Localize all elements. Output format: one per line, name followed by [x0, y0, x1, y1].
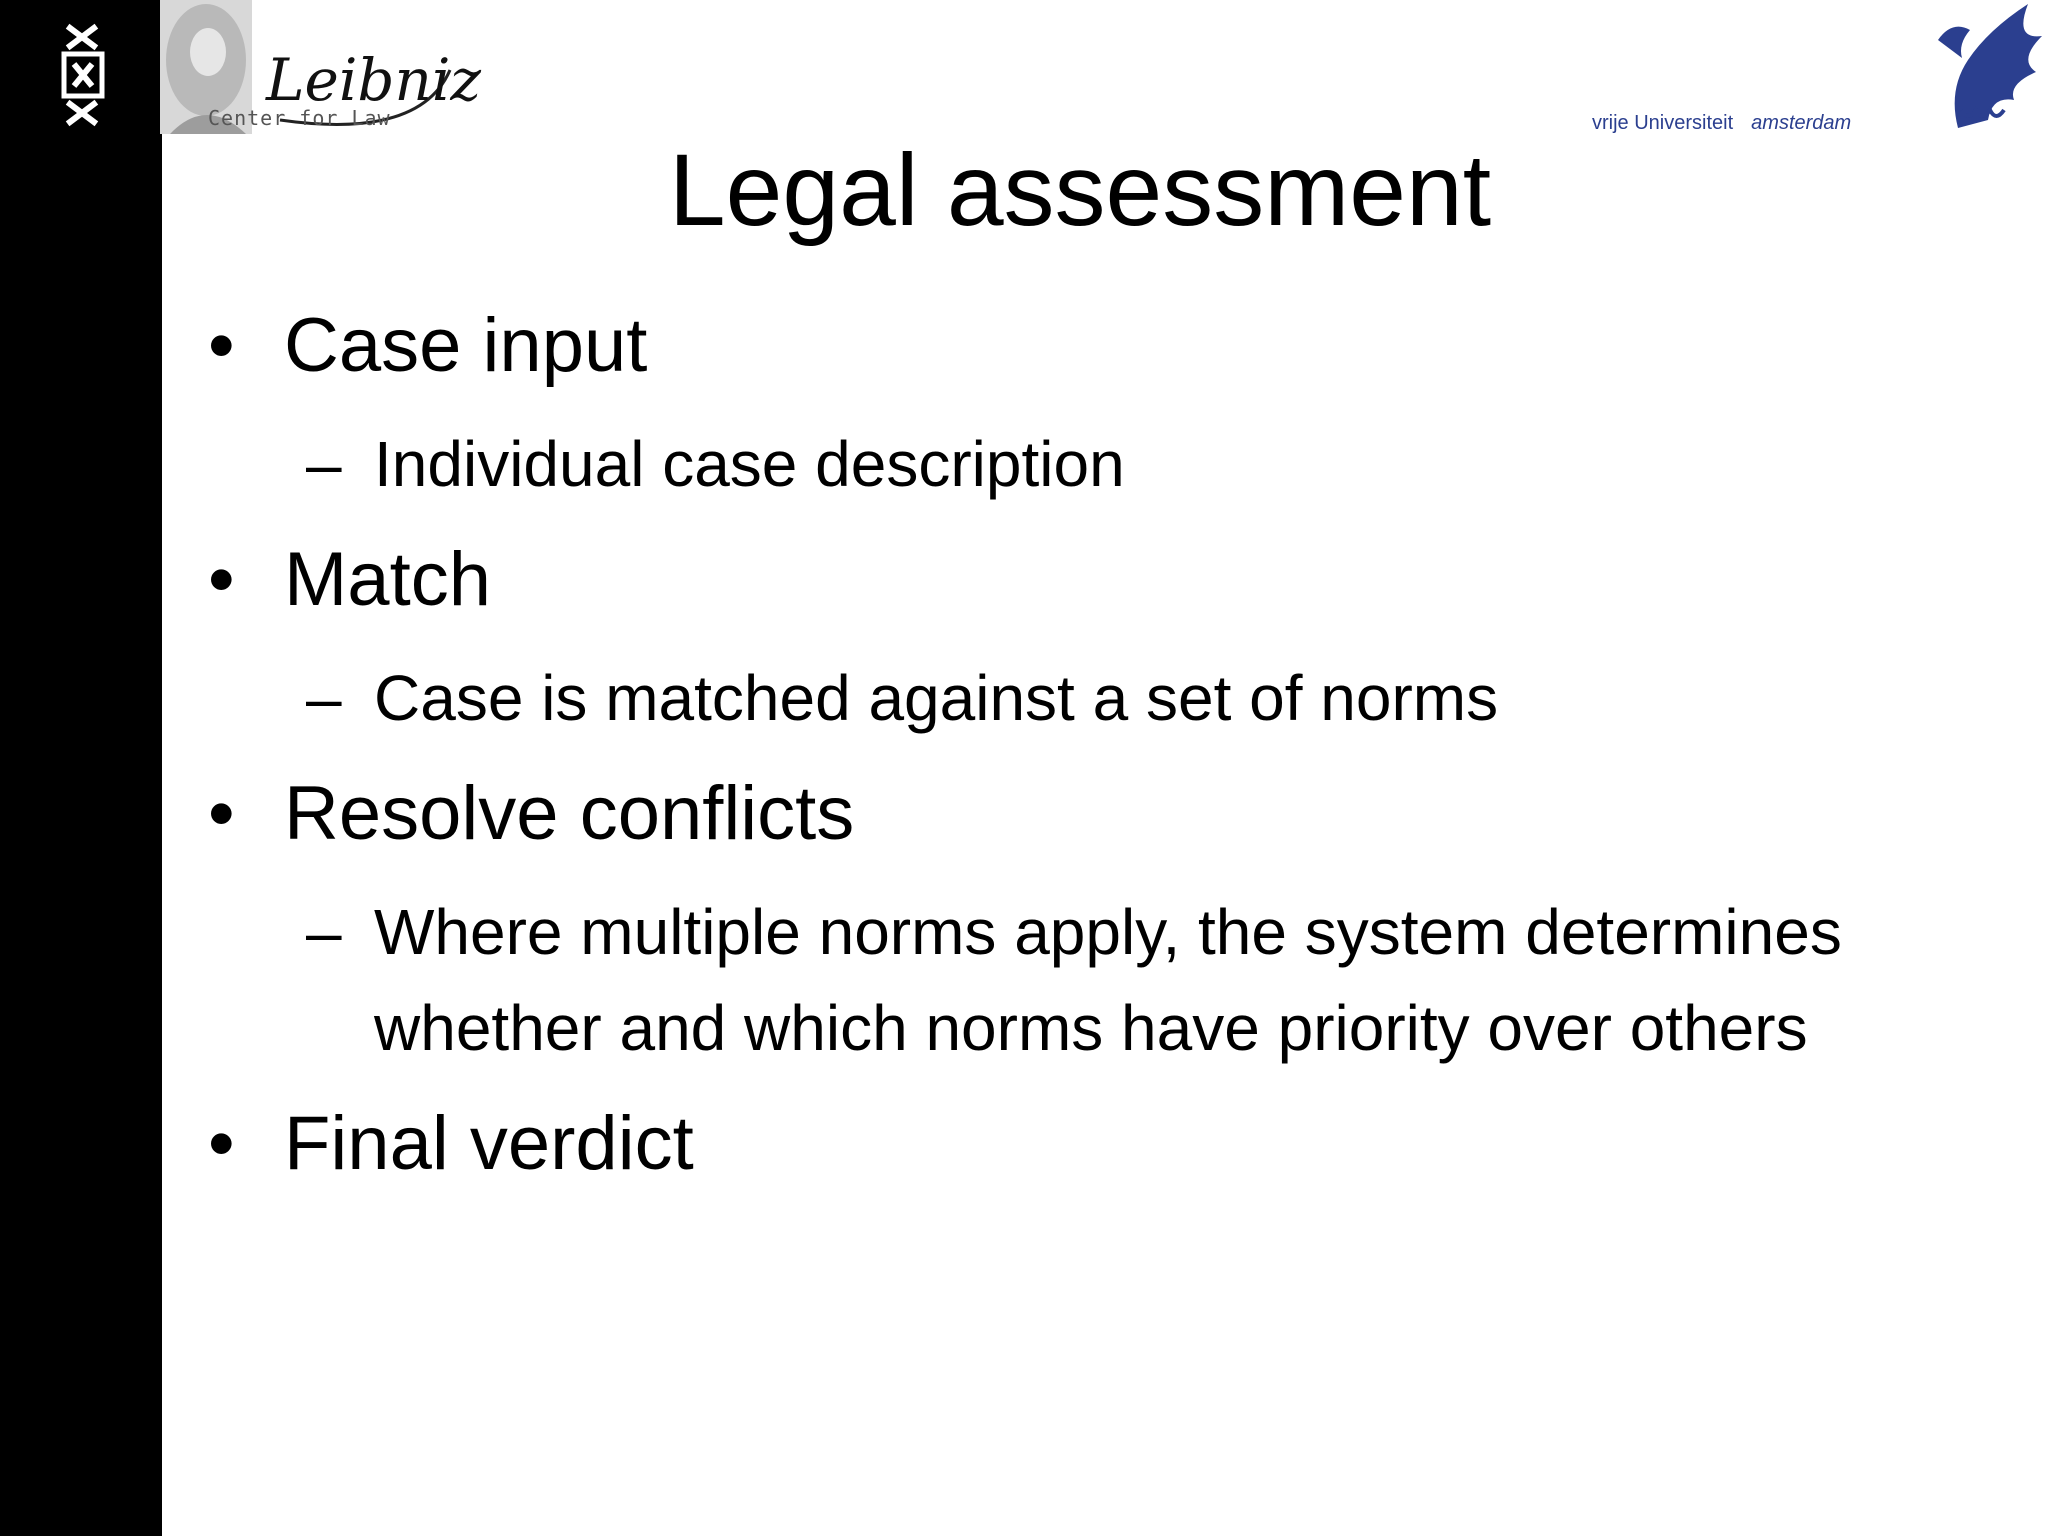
left-sidebar-bar	[0, 0, 162, 1536]
bullet-marker: •	[208, 303, 235, 388]
bullet-text: Resolve conflicts	[284, 771, 855, 856]
sub-text: Case is matched against a set of norms	[374, 662, 1499, 734]
sub-marker: –	[306, 428, 342, 500]
slide-title: Legal assessment	[668, 133, 1492, 247]
bullet-marker: •	[208, 537, 235, 622]
bullet-item: • Final verdict	[200, 1098, 1880, 1190]
slide-content: • Case input – Individual case descripti…	[200, 300, 1880, 1216]
bullet-item: • Resolve conflicts	[200, 768, 1880, 860]
uva-crosses-logo-icon	[61, 23, 105, 127]
griffin-logo-icon	[1938, 4, 2042, 128]
sub-item: – Where multiple norms apply, the system…	[200, 884, 1880, 1076]
leibniz-script-logo: Leibniz	[266, 46, 481, 114]
bullet-item: • Case input	[200, 300, 1880, 392]
bullet-item: • Match	[200, 534, 1880, 626]
bullet-text: Final verdict	[284, 1101, 694, 1186]
vu-name: vrije Universiteit	[1592, 112, 1734, 134]
sub-item: – Case is matched against a set of norms	[200, 650, 1880, 746]
leibniz-portrait-icon	[160, 0, 452, 134]
bullet-marker: •	[208, 1101, 235, 1186]
vu-city: amsterdam	[1751, 112, 1852, 134]
sub-marker: –	[306, 896, 342, 968]
bullet-text: Match	[284, 537, 491, 622]
leibniz-caption: Center for Law	[208, 106, 391, 130]
bullet-text: Case input	[284, 303, 648, 388]
sub-text: Individual case description	[374, 428, 1125, 500]
sub-marker: –	[306, 662, 342, 734]
sub-text: Where multiple norms apply, the system d…	[374, 896, 1842, 1064]
vu-wordmark: vrije Universiteit amsterdam	[1592, 112, 1851, 135]
bullet-marker: •	[208, 771, 235, 856]
sub-item: – Individual case description	[200, 416, 1880, 512]
